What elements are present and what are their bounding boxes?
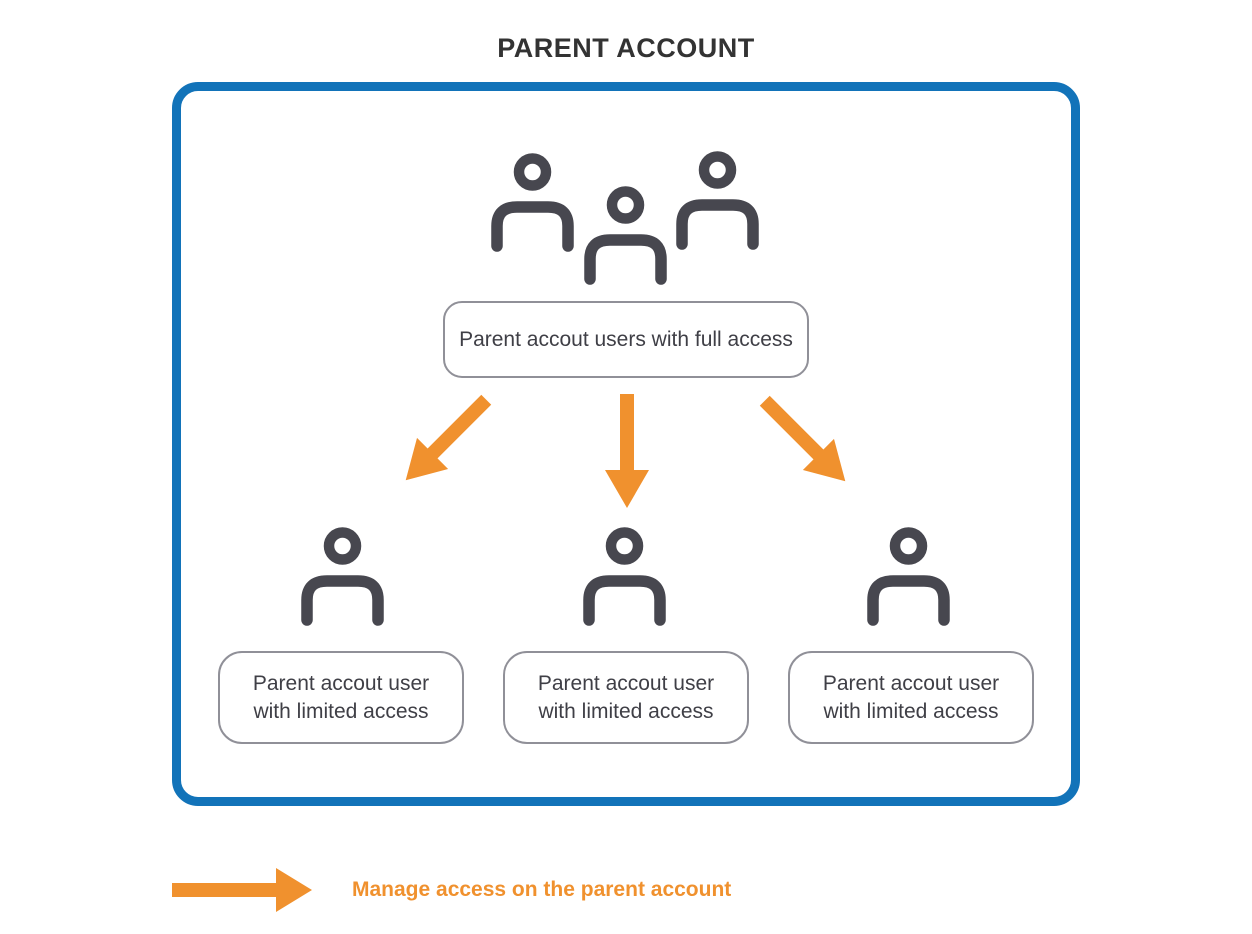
- user-icon: [866, 527, 951, 626]
- user-icon: [300, 527, 385, 626]
- page-title: PARENT ACCOUNT: [497, 33, 755, 63]
- limited-access-node: Parent accout user with limited access: [788, 651, 1034, 744]
- limited-access-label: Parent accout user with limited access: [822, 671, 1000, 723]
- arrow-down-right-icon: [759, 395, 846, 482]
- user-icon: [590, 192, 661, 280]
- limited-access-label: Parent accout user with limited access: [537, 671, 715, 723]
- full-access-label: Parent accout users with full access: [459, 327, 793, 351]
- user-icon: [497, 159, 568, 247]
- full-access-node: Parent accout users with full access: [443, 301, 809, 378]
- arrow-down-icon: [605, 394, 649, 508]
- right-arrow-icon: [172, 868, 312, 912]
- users-group-icon: [490, 150, 760, 286]
- limited-access-node: Parent accout user with limited access: [218, 651, 464, 744]
- legend-label: Manage access on the parent account: [352, 878, 732, 901]
- user-icon: [582, 527, 667, 626]
- limited-access-label: Parent accout user with limited access: [252, 671, 430, 723]
- arrow-down-left-icon: [405, 394, 492, 481]
- user-icon: [682, 157, 753, 245]
- limited-access-node: Parent accout user with limited access: [503, 651, 749, 744]
